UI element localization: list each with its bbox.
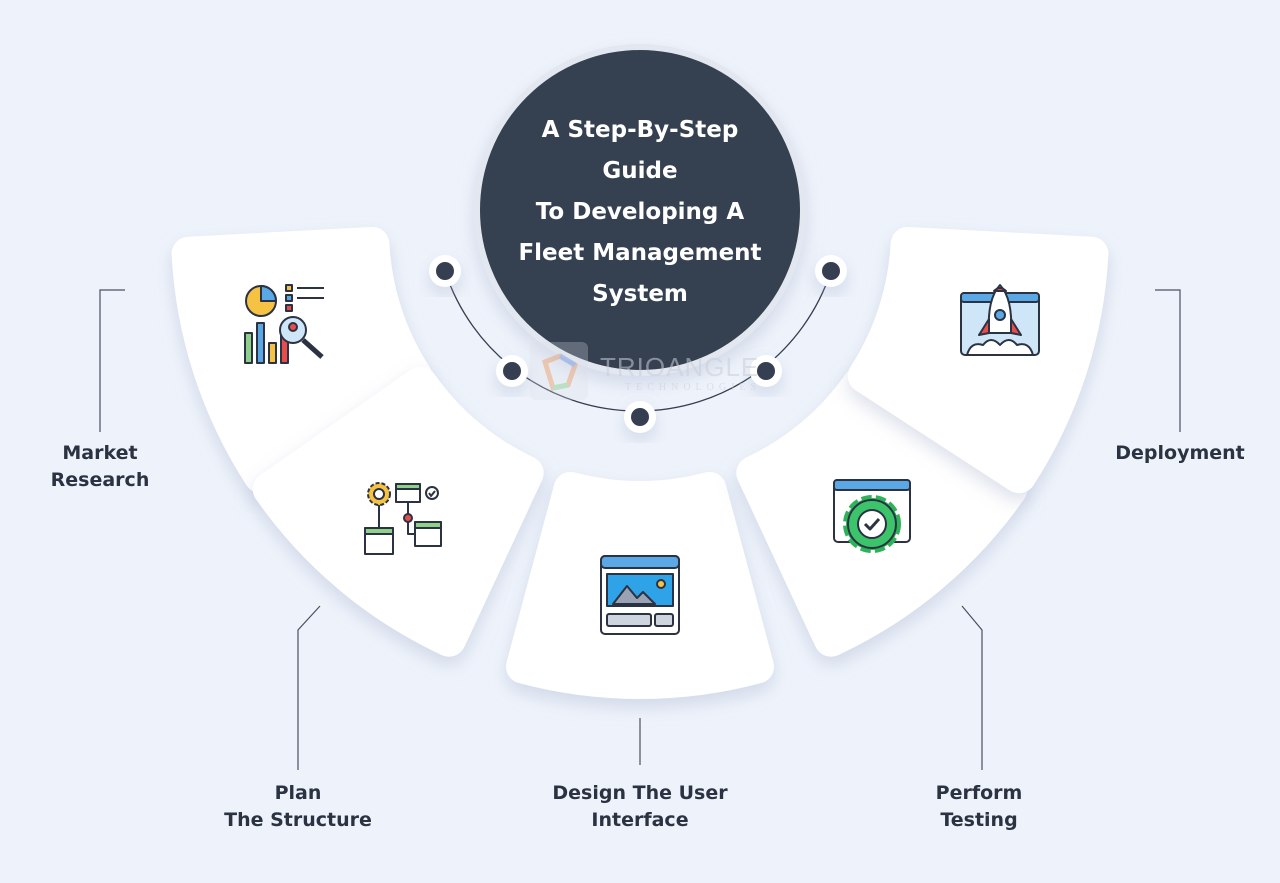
- gear-check-icon: [833, 479, 911, 553]
- leader-line-perform-testing: [961, 605, 983, 770]
- step-label-perform-testing: Perform Testing: [936, 780, 1023, 834]
- label-line: Plan: [274, 782, 322, 804]
- label-line: Perform: [935, 782, 1023, 804]
- flowchart-gear-icon: [364, 482, 442, 555]
- timeline-dot: [429, 255, 461, 287]
- step-label-market-research: Market Research: [51, 440, 150, 494]
- title-line: A Step-By-Step: [541, 117, 739, 143]
- title-line: Fleet Management: [518, 240, 762, 266]
- step-label-deployment: Deployment: [1115, 440, 1245, 467]
- leader-line-plan-structure: [297, 605, 321, 770]
- title-line: System: [592, 281, 688, 307]
- label-line: Deployment: [1115, 442, 1245, 464]
- step-card-plan-structure: [252, 366, 544, 657]
- timeline-dot: [496, 355, 528, 387]
- rocket-launch-icon: [960, 284, 1040, 356]
- label-line: Market: [62, 442, 138, 464]
- leader-line-deployment: [1155, 289, 1181, 432]
- label-line: Research: [50, 469, 150, 491]
- title-line: To Developing A: [535, 199, 745, 225]
- step-label-design-ui: Design The User Interface: [552, 780, 727, 834]
- market-research-chart-icon: [244, 284, 324, 364]
- step-label-plan-structure: Plan The Structure: [224, 780, 372, 834]
- timeline-dot: [624, 401, 656, 433]
- watermark-logo: [530, 342, 588, 400]
- watermark-subtext: TECHNOLOGIES: [625, 382, 762, 393]
- title-line: Guide: [602, 158, 678, 184]
- title-circle: [474, 44, 806, 376]
- label-line: The Structure: [224, 809, 372, 831]
- ui-window-image-icon: [600, 555, 680, 635]
- label-line: Design The User: [552, 782, 728, 804]
- label-line: Interface: [591, 809, 689, 831]
- timeline-dot: [815, 255, 847, 287]
- leader-line-market-research: [99, 289, 125, 432]
- page-title: A Step-By-Step Guide To Developing A Fle…: [480, 110, 800, 315]
- timeline-dot: [750, 355, 782, 387]
- label-line: Testing: [940, 809, 1018, 831]
- watermark-text: TRIOANGLE: [600, 352, 760, 382]
